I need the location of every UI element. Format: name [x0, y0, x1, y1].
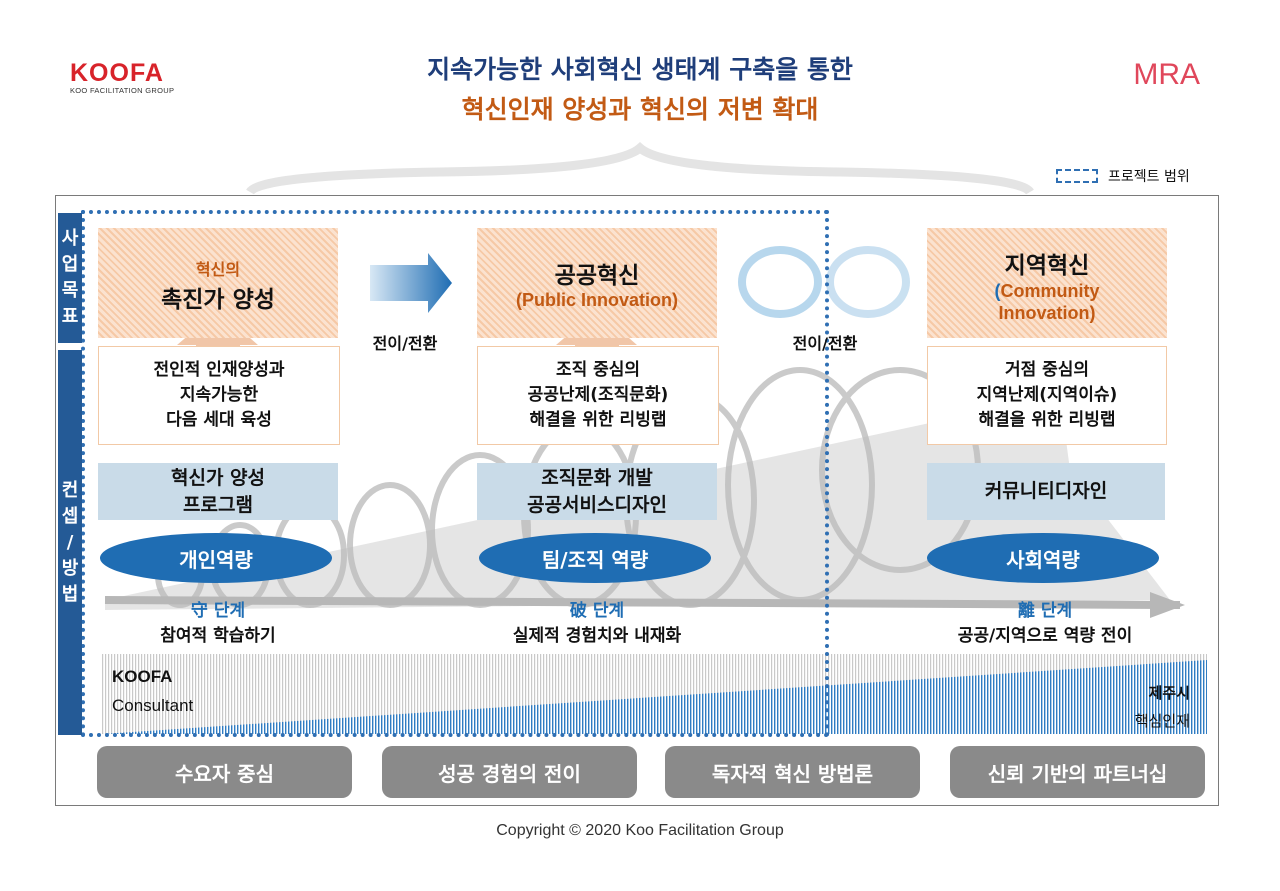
stage-char: 破 — [569, 601, 587, 621]
stage-pa: 破 단계 실제적 경험치와 내재화 — [477, 596, 717, 646]
description-line: 조직 중심의 — [555, 360, 641, 380]
bar-right-subtitle: 핵심인재 — [1134, 712, 1190, 730]
sidebar-concept-char: 컨 — [61, 479, 79, 501]
stage-char: 守 — [190, 601, 208, 621]
sidebar-goal-label: 사 업 목 표 — [58, 213, 82, 343]
goal-box-facilitator: 혁신의 촉진가 양성 — [98, 228, 338, 338]
method-box: 조직문화 개발 공공서비스디자인 — [477, 463, 717, 520]
stage-char: 離 — [1017, 601, 1035, 621]
description-line: 다음 세대 육성 — [166, 410, 272, 430]
sidebar-concept-char: 셉 — [61, 505, 79, 527]
description-box: 조직 중심의 공공난제(조직문화) 해결을 위한 리빙랩 — [477, 346, 719, 445]
capability-individual: 개인역량 — [100, 533, 332, 583]
description-line: 지역난제(지역이슈) — [976, 385, 1118, 405]
stage-word: 단계 — [213, 601, 246, 621]
sidebar-goal-char: 업 — [61, 254, 79, 275]
goal-english-line: Innovation) — [998, 303, 1096, 323]
description-line: 해결을 위한 리빙랩 — [529, 410, 667, 430]
method-box: 커뮤니티디자인 — [927, 463, 1165, 520]
stage-word: 단계 — [592, 601, 625, 621]
main-frame — [55, 195, 1219, 806]
capability-society: 사회역량 — [927, 533, 1159, 583]
legend-label: 프로젝트 범위 — [1108, 169, 1190, 185]
goal-box-public: 공공혁신 (Public Innovation) — [477, 228, 717, 338]
logo-text: KOOFA — [70, 59, 164, 87]
bar-right-title: 제주시 — [1148, 684, 1190, 702]
value-pill-partnership: 신뢰 기반의 파트너십 — [950, 746, 1205, 798]
value-pill-customer: 수요자 중심 — [97, 746, 352, 798]
title-line-2: 혁신인재 양성과 혁신의 저변 확대 — [461, 95, 819, 124]
copyright-text: Copyright © 2020 Koo Facilitation Group — [496, 822, 784, 839]
stage-word: 단계 — [1040, 601, 1073, 621]
description-box: 전인적 인재양성과 지속가능한 다음 세대 육성 — [98, 346, 340, 445]
description-line: 해결을 위한 리빙랩 — [978, 410, 1116, 430]
description-line: 공공난제(조직문화) — [527, 385, 669, 405]
bar-left-title: KOOFA — [112, 667, 173, 686]
method-line: 공공서비스디자인 — [527, 493, 667, 516]
goal-english: (Public Innovation) — [516, 290, 678, 310]
description-line: 거점 중심의 — [1004, 360, 1090, 380]
sidebar-concept-char: 방 — [61, 557, 79, 579]
transfer-label-1: 전이/전환 — [372, 334, 438, 353]
value-pill-methodology: 독자적 혁신 방법론 — [665, 746, 920, 798]
stage-description: 참여적 학습하기 — [160, 626, 276, 646]
method-line: 커뮤니티디자인 — [984, 480, 1108, 502]
method-line: 프로그램 — [183, 493, 253, 516]
dashed-box-icon — [1056, 169, 1098, 183]
infinity-icon — [738, 246, 910, 318]
sidebar-goal-char: 표 — [61, 306, 79, 327]
description-box: 거점 중심의 지역난제(지역이슈) 해결을 위한 리빙랩 — [927, 346, 1167, 445]
consultant-to-talent-bar — [102, 654, 1207, 734]
description-line: 전인적 인재양성과 — [153, 360, 285, 380]
goal-english: (Community Innovation) — [927, 280, 1167, 324]
transfer-label-2: 전이/전환 — [792, 334, 858, 353]
method-line: 조직문화 개발 — [541, 466, 653, 489]
sidebar-concept-char: / — [66, 531, 74, 553]
title-brace — [246, 142, 1034, 196]
value-pill-success: 성공 경험의 전이 — [382, 746, 637, 798]
stage-shu: 守 단계 참여적 학습하기 — [98, 596, 338, 646]
project-scope-legend: 프로젝트 범위 — [1056, 166, 1190, 186]
logo-subtitle: KOO FACILITATION GROUP — [70, 86, 175, 95]
goal-title: 촉진가 양성 — [161, 287, 275, 313]
capability-team: 팀/조직 역량 — [479, 533, 711, 583]
goal-title: 공공혁신 — [554, 263, 640, 289]
koofa-logo: KOOFA KOO FACILITATION GROUP — [70, 60, 174, 95]
title-line-1: 지속가능한 사회혁신 생태계 구축을 통한 — [427, 55, 853, 84]
goal-title: 지역혁신 — [1004, 253, 1090, 279]
sidebar-concept-label: 컨 셉 / 방 법 — [58, 350, 82, 735]
project-scope-box — [81, 210, 829, 737]
method-line: 혁신가 양성 — [170, 466, 265, 489]
stage-ri: 離 단계 공공/지역으로 역량 전이 — [920, 596, 1170, 646]
sidebar-concept-char: 법 — [61, 583, 79, 605]
mra-badge: MRA — [1133, 58, 1200, 91]
stage-description: 실제적 경험치와 내재화 — [512, 626, 682, 646]
goal-subtitle: 혁신의 — [195, 260, 241, 279]
sidebar-goal-char: 사 — [61, 228, 79, 249]
transfer-arrow-icon — [370, 253, 452, 313]
sidebar-goal-char: 목 — [61, 280, 79, 301]
goal-english-paren: ( — [994, 281, 1001, 301]
goal-english-line: Community — [1000, 281, 1100, 301]
method-box: 혁신가 양성 프로그램 — [98, 463, 338, 520]
goal-box-regional: 지역혁신 (Community Innovation) — [927, 228, 1167, 338]
bar-left-subtitle: Consultant — [112, 696, 194, 715]
stage-description: 공공/지역으로 역량 전이 — [957, 626, 1133, 646]
description-line: 지속가능한 — [179, 385, 259, 405]
